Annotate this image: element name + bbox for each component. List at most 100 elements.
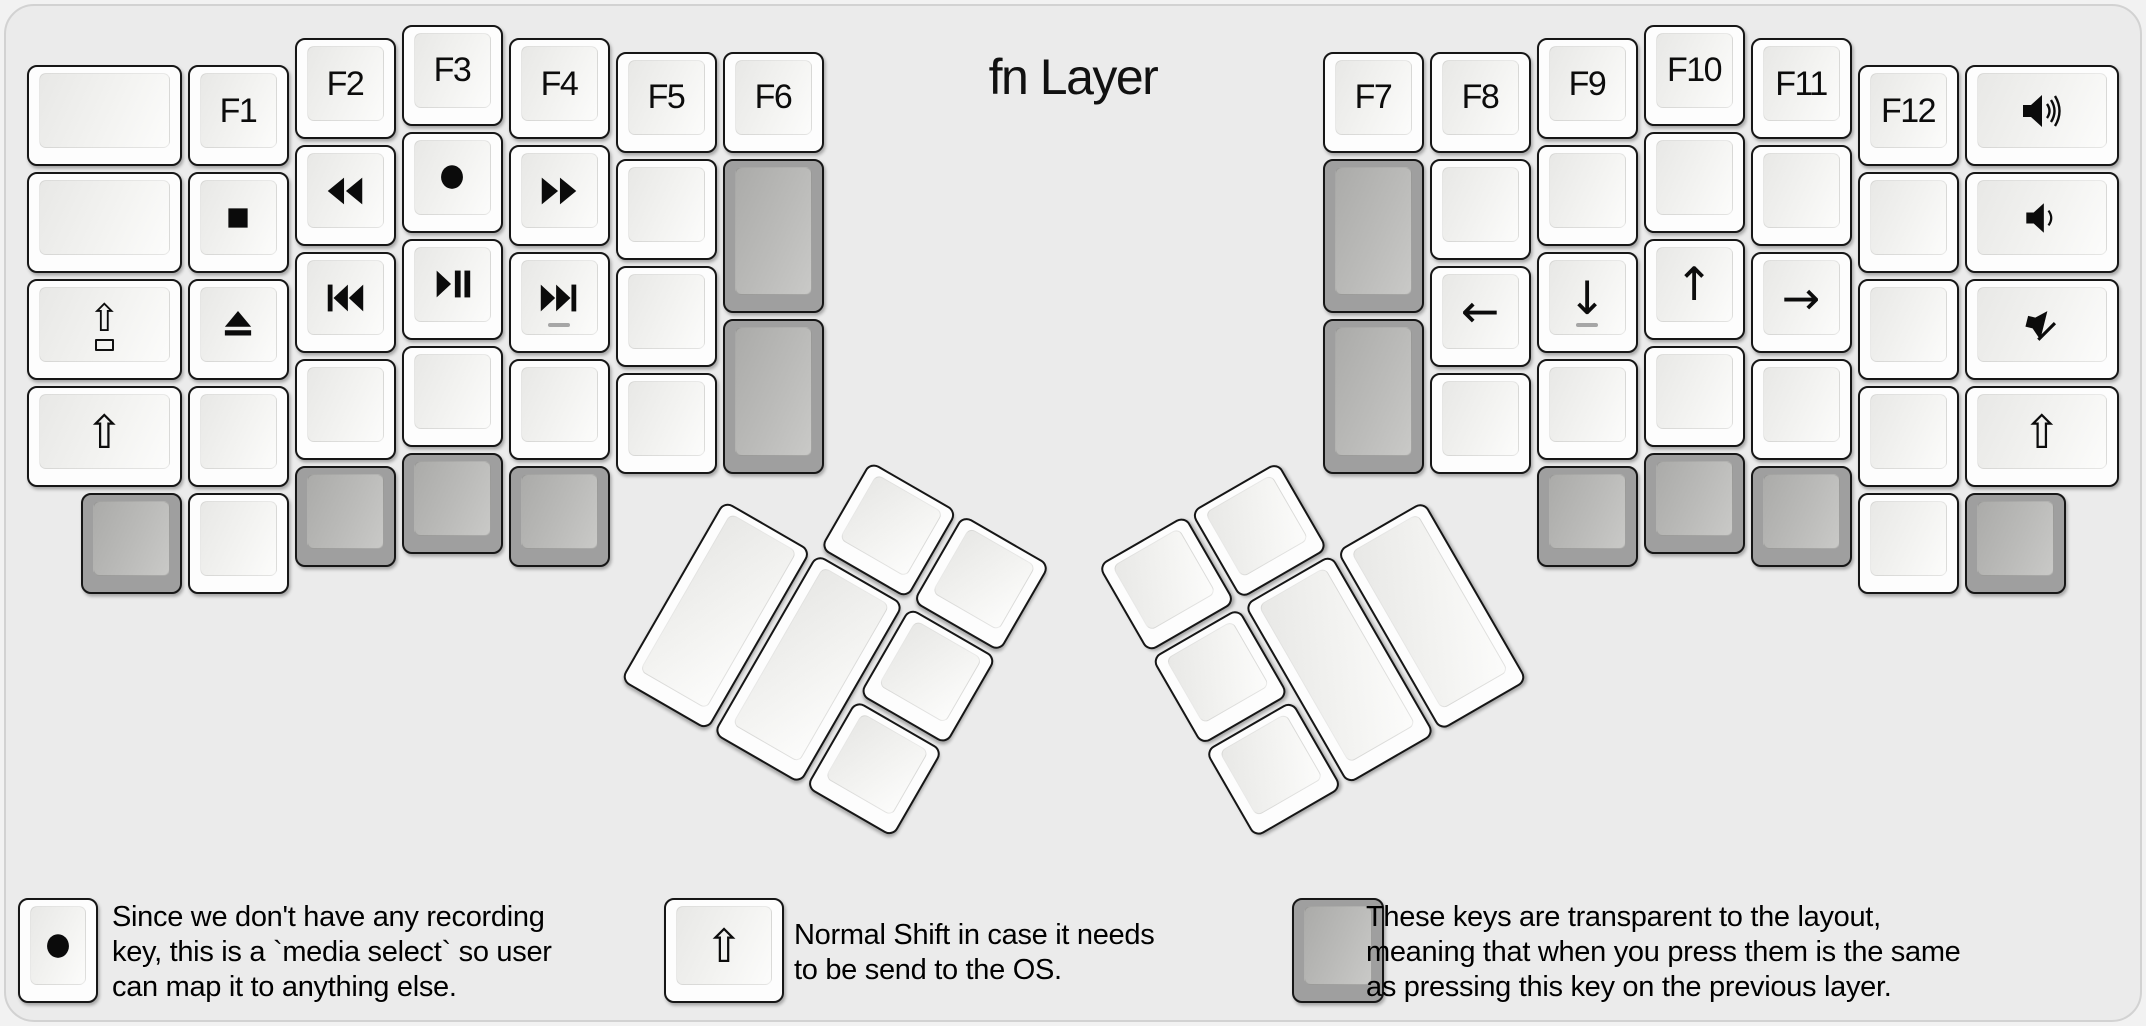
key-blank: [615, 158, 717, 260]
shift-icon: ⇧: [2022, 404, 2062, 459]
legend-line: These keys are transparent to the layout…: [1366, 901, 1881, 933]
key-f11: F11: [1750, 38, 1852, 140]
key-fast-forward: [508, 145, 610, 247]
legend-line: Normal Shift in case it needs: [794, 918, 1155, 951]
record-icon: [37, 925, 79, 967]
key-media-select: [18, 898, 98, 1003]
key-transparent: [294, 466, 396, 568]
key-arrow-up: ↑: [1643, 238, 1745, 340]
volume-down-icon: [2018, 194, 2066, 242]
key-label: F3: [433, 51, 472, 90]
key-shift: ⇧: [1964, 386, 2119, 487]
key-arrow-right: →: [1750, 252, 1852, 354]
key-blank: [1536, 145, 1638, 247]
key-label: F6: [754, 78, 793, 117]
key-blank: [27, 172, 182, 273]
key-label: F9: [1568, 64, 1607, 103]
key-transparent: [80, 493, 182, 594]
key-blank: [1750, 145, 1852, 247]
key-blank: [187, 493, 289, 594]
key-caps-lock: ⇧: [27, 279, 182, 380]
key-next-track: [508, 252, 610, 354]
key-blank: [1857, 493, 1959, 594]
key-label: F2: [326, 64, 365, 103]
key-transparent: [1322, 319, 1424, 474]
key-label: F11: [1775, 64, 1828, 103]
arrow-down-icon: ↓: [1567, 270, 1607, 325]
key-label: F12: [1880, 91, 1937, 130]
key-media-select: [401, 131, 503, 233]
key-f7: F7: [1322, 51, 1424, 153]
key-f2: F2: [294, 38, 396, 140]
key-blank: [27, 65, 182, 166]
volume-up-icon: [2016, 87, 2068, 135]
legend-text: These keys are transparent to the layout…: [1366, 900, 1961, 1005]
legend-line: key, this is a `media select` so user: [112, 936, 552, 968]
key-shift: ⇧: [27, 386, 182, 487]
key-blank: [1750, 359, 1852, 461]
key-f8: F8: [1429, 51, 1531, 153]
key-transparent: [401, 452, 503, 554]
key-transparent: [722, 319, 824, 474]
key-transparent: [1322, 158, 1424, 314]
key-transparent: [1292, 898, 1384, 1003]
rewind-icon: [322, 168, 368, 214]
arrow-right-icon: →: [1781, 270, 1821, 325]
key-transparent: [1643, 452, 1745, 554]
legend-line: Since we don't have any recording: [112, 901, 545, 933]
key-media-stop: [187, 172, 289, 273]
key-f1: F1: [187, 65, 289, 166]
key-f6: F6: [722, 51, 824, 153]
legend-line: can map it to anything else.: [112, 971, 457, 1003]
key-label: F10: [1666, 51, 1723, 90]
key-f3: F3: [401, 24, 503, 126]
key-arrow-down: ↓: [1536, 252, 1638, 354]
shift-icon: ⇧: [84, 404, 124, 459]
key-blank: [615, 265, 717, 367]
key-label: F4: [540, 64, 579, 103]
caps-lock-icon: ⇧: [88, 295, 121, 340]
key-eject: [187, 279, 289, 380]
caps-lock-bar: [94, 338, 114, 351]
key-blank: [1643, 131, 1745, 233]
stop-icon: [217, 197, 259, 239]
key-volume-down: [1964, 172, 2119, 273]
key-blank: [1643, 345, 1745, 447]
key-blank: [615, 372, 717, 474]
arrow-left-icon: ←: [1460, 284, 1500, 339]
layer-title: fn Layer: [988, 49, 1159, 105]
previous-track-icon: [322, 275, 368, 321]
key-shift: ⇧: [664, 898, 784, 1003]
key-blank: [401, 345, 503, 447]
legend-line: as pressing this key on the previous lay…: [1366, 971, 1892, 1003]
key-transparent: [508, 466, 610, 568]
homing-bar: [548, 323, 570, 328]
key-transparent: [1536, 466, 1638, 568]
homing-bar: [1576, 323, 1598, 328]
mute-icon: [2018, 301, 2066, 349]
key-blank: [1429, 372, 1531, 474]
key-play-pause: [401, 238, 503, 340]
key-transparent: [722, 158, 824, 314]
shift-icon: ⇧: [704, 918, 744, 973]
key-blank: [1857, 279, 1959, 380]
key-volume-up: [1964, 65, 2119, 166]
key-f12: F12: [1857, 65, 1959, 166]
key-mute: [1964, 279, 2119, 380]
key-arrow-left: ←: [1429, 265, 1531, 367]
key-label: F8: [1461, 78, 1500, 117]
key-f10: F10: [1643, 24, 1745, 126]
legend-line: meaning that when you press them is the …: [1366, 936, 1961, 968]
key-blank: [1857, 386, 1959, 487]
eject-icon: [217, 304, 259, 346]
arrow-up-icon: ↑: [1674, 257, 1714, 312]
record-icon: [431, 156, 473, 198]
key-previous-track: [294, 252, 396, 354]
key-label: F7: [1354, 78, 1393, 117]
key-blank: [508, 359, 610, 461]
key-rewind: [294, 145, 396, 247]
key-f9: F9: [1536, 38, 1638, 140]
fast-forward-icon: [536, 168, 582, 214]
